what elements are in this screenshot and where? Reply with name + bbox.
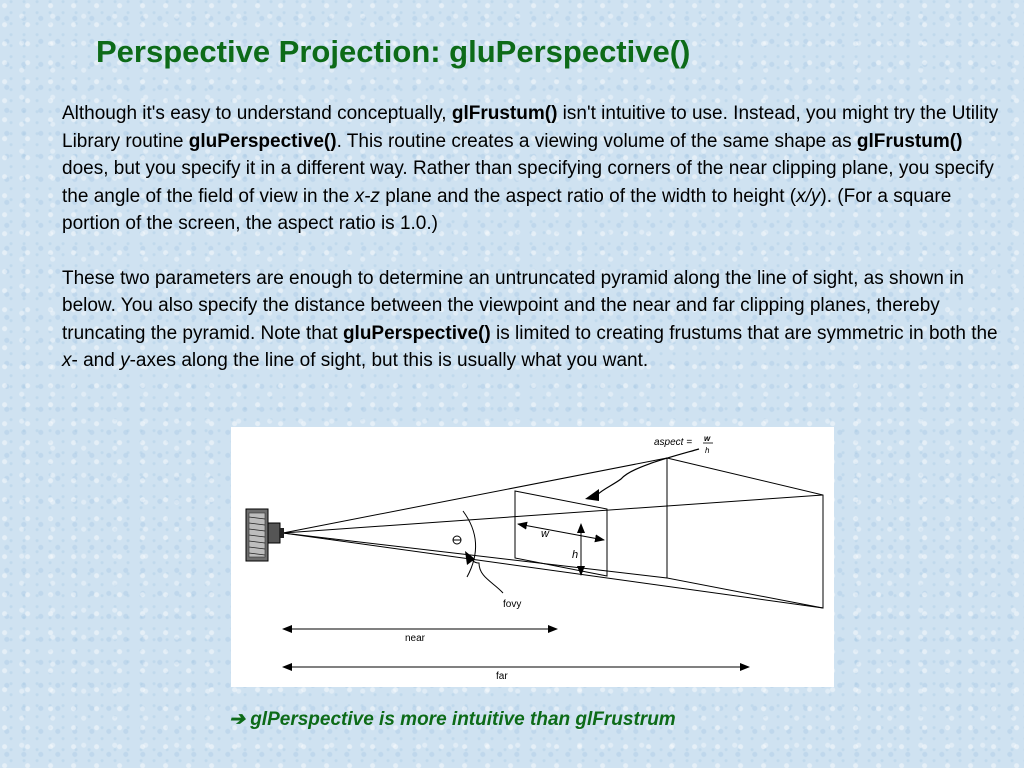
p1-italic-xz: x-z xyxy=(354,185,380,207)
caption: ➔ glPerspective is more intuitive than g… xyxy=(229,708,676,731)
p1-code-glfrustum-2: glFrustum() xyxy=(856,130,963,152)
aspect-denominator: h xyxy=(705,446,710,455)
aspect-label: aspect = xyxy=(654,437,692,448)
slide-title: Perspective Projection: gluPerspective() xyxy=(96,34,691,69)
near-plane xyxy=(514,490,608,577)
paragraph-1: Although it's easy to understand concept… xyxy=(62,100,1002,238)
p2-text-1: These two parameters are enough to deter… xyxy=(62,267,964,344)
p1-text-3: . This routine creates a viewing volume … xyxy=(336,130,857,152)
p1-text-2: isn't intuitive to use. Instead, you mig… xyxy=(62,103,999,152)
paragraph-2: These two parameters are enough to deter… xyxy=(62,265,1002,375)
perspective-diagram: aspect = w h w h fovy near far xyxy=(231,427,834,687)
far-plane xyxy=(666,457,824,609)
ray-top-far xyxy=(282,457,668,534)
h-label: h xyxy=(572,549,578,561)
near-label: near xyxy=(405,633,426,644)
arrow-icon: ➔ xyxy=(229,709,245,730)
ray-upper xyxy=(282,494,824,534)
fovy-arrowhead xyxy=(465,551,475,565)
p1-code-gluperspective: gluPerspective() xyxy=(188,130,337,152)
p1-text-1: Although it's easy to understand concept… xyxy=(62,103,452,124)
aspect-arrowhead xyxy=(585,489,599,501)
p2-italic-x: x xyxy=(62,350,72,371)
p1-text-4: does, but you specify it in a different … xyxy=(62,158,994,207)
aspect-numerator: w xyxy=(704,434,711,443)
camera-icon xyxy=(245,508,284,562)
body-text: Although it's easy to understand concept… xyxy=(62,100,1002,402)
p2-text-4: -axes along the line of sight, but this … xyxy=(129,350,649,371)
far-label: far xyxy=(496,671,508,682)
p2-text-2: is limited to creating frustums that are… xyxy=(490,322,998,344)
p1-italic-xy: x/y xyxy=(796,185,821,207)
caption-text: glPerspective is more intuitive than glF… xyxy=(244,709,676,730)
p1-code-glfrustum: glFrustum() xyxy=(451,103,558,124)
w-label: w xyxy=(541,528,550,540)
p2-text-3: - and xyxy=(71,350,121,371)
ray-bottom-far xyxy=(282,532,824,609)
p1-text-6: ). (For a square portion of the screen, … xyxy=(62,185,952,235)
p1-text-5: plane and the aspect ratio of the width … xyxy=(379,185,797,207)
p2-italic-y: y xyxy=(120,350,130,371)
p2-code-gluperspective: gluPerspective() xyxy=(342,322,491,344)
w-dimension xyxy=(517,521,605,543)
fovy-label: fovy xyxy=(503,599,521,610)
perspective-diagram-svg: aspect = w h w h fovy near far xyxy=(245,434,824,682)
fovy-arc xyxy=(462,510,477,578)
aspect-leader xyxy=(596,448,700,496)
